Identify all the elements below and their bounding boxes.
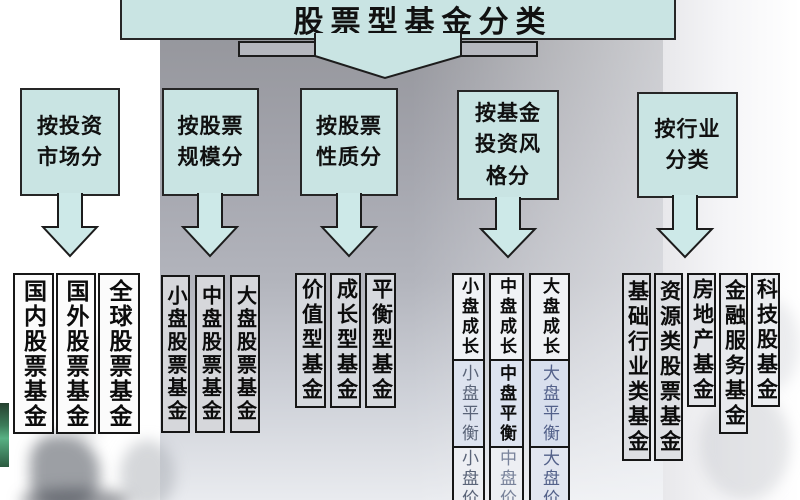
fund-type-label: 成长型基金 — [334, 278, 358, 403]
category-label: 按股票性质分 — [316, 114, 382, 170]
fund-type-box: 成长型基金 — [330, 273, 361, 408]
fund-type-box: 科技股基金 — [751, 273, 780, 407]
fund-type-box: 平衡型基金 — [365, 273, 396, 408]
fund-type-label: 大盘股票基金 — [233, 285, 256, 423]
category-box-investment-market: 按投资市场分 — [20, 88, 120, 196]
fund-type-label: 资源类股票基金 — [657, 279, 681, 455]
fund-type-box: 基础行业类基金 — [622, 273, 651, 461]
fund-type-label: 大盘价值 — [540, 449, 559, 500]
fund-type-label: 小盘平衡 — [459, 363, 478, 444]
fund-type-label: 价值型基金 — [299, 278, 323, 403]
fund-type-label: 大盘平衡 — [540, 363, 559, 444]
fund-type-label: 房地产基金 — [690, 277, 714, 403]
category-label: 按行业分类 — [654, 117, 721, 173]
style-grid-cell: 中盘价值 — [489, 446, 524, 500]
fund-type-label: 小盘成长 — [459, 277, 478, 357]
fund-type-box: 全球股票基金 — [98, 273, 140, 434]
green-paint-mark — [0, 403, 9, 467]
fund-type-label: 平衡型基金 — [369, 278, 393, 403]
style-grid-cell: 大盘平衡 — [529, 359, 570, 448]
fund-type-box: 国外股票基金 — [56, 273, 96, 434]
style-grid-cell: 小盘价值 — [452, 446, 485, 500]
category-box-industry: 按行业分类 — [637, 92, 738, 198]
fund-type-label: 国外股票基金 — [63, 278, 89, 429]
fund-type-label: 基础行业类基金 — [625, 279, 649, 455]
fund-type-label: 中盘成长 — [497, 277, 516, 357]
fund-type-label: 全球股票基金 — [106, 278, 132, 429]
fund-type-box: 小盘股票基金 — [161, 275, 190, 433]
fund-type-label: 小盘股票基金 — [164, 285, 186, 423]
background-smudge — [120, 440, 175, 500]
fund-type-label: 金融服务基金 — [722, 278, 746, 429]
fund-type-box: 资源类股票基金 — [654, 273, 683, 461]
category-label: 按投资市场分 — [37, 114, 103, 170]
category-label: 按股票规模分 — [177, 114, 244, 170]
style-grid-cell: 中盘成长 — [489, 273, 524, 361]
style-grid-cell: 大盘价值 — [529, 446, 570, 500]
fund-type-box: 国内股票基金 — [13, 273, 54, 434]
fund-type-label: 中盘股票基金 — [198, 285, 221, 423]
category-box-stock-scale: 按股票规模分 — [162, 88, 259, 196]
style-grid-cell: 小盘平衡 — [452, 359, 485, 448]
style-grid-cell: 小盘成长 — [452, 273, 485, 361]
style-grid-cell: 大盘成长 — [529, 273, 570, 361]
category-box-stock-nature: 按股票性质分 — [300, 88, 398, 196]
fund-type-label: 国内股票基金 — [20, 278, 47, 429]
fund-type-box: 价值型基金 — [295, 273, 326, 408]
category-box-investment-style: 按基金投资风格分 — [457, 90, 559, 200]
fund-type-box: 中盘股票基金 — [195, 275, 225, 433]
fund-type-box: 房地产基金 — [687, 273, 716, 407]
page-title: 股票型基金分类 — [293, 6, 553, 39]
fund-type-box: 大盘股票基金 — [230, 275, 260, 433]
category-label: 按基金投资风格分 — [475, 101, 541, 188]
fund-type-box: 金融服务基金 — [719, 273, 748, 434]
fund-type-label: 大盘成长 — [540, 277, 559, 357]
fund-type-label: 中盘平衡 — [497, 363, 516, 444]
fund-type-label: 科技股基金 — [754, 277, 778, 403]
background-smudge — [20, 488, 130, 500]
style-grid-cell: 中盘平衡 — [489, 359, 524, 448]
down-arrow-icon — [40, 193, 100, 258]
fund-type-label: 中盘价值 — [497, 449, 516, 500]
fund-type-label: 小盘价值 — [459, 449, 478, 500]
title-box: 股票型基金分类 — [120, 0, 676, 40]
